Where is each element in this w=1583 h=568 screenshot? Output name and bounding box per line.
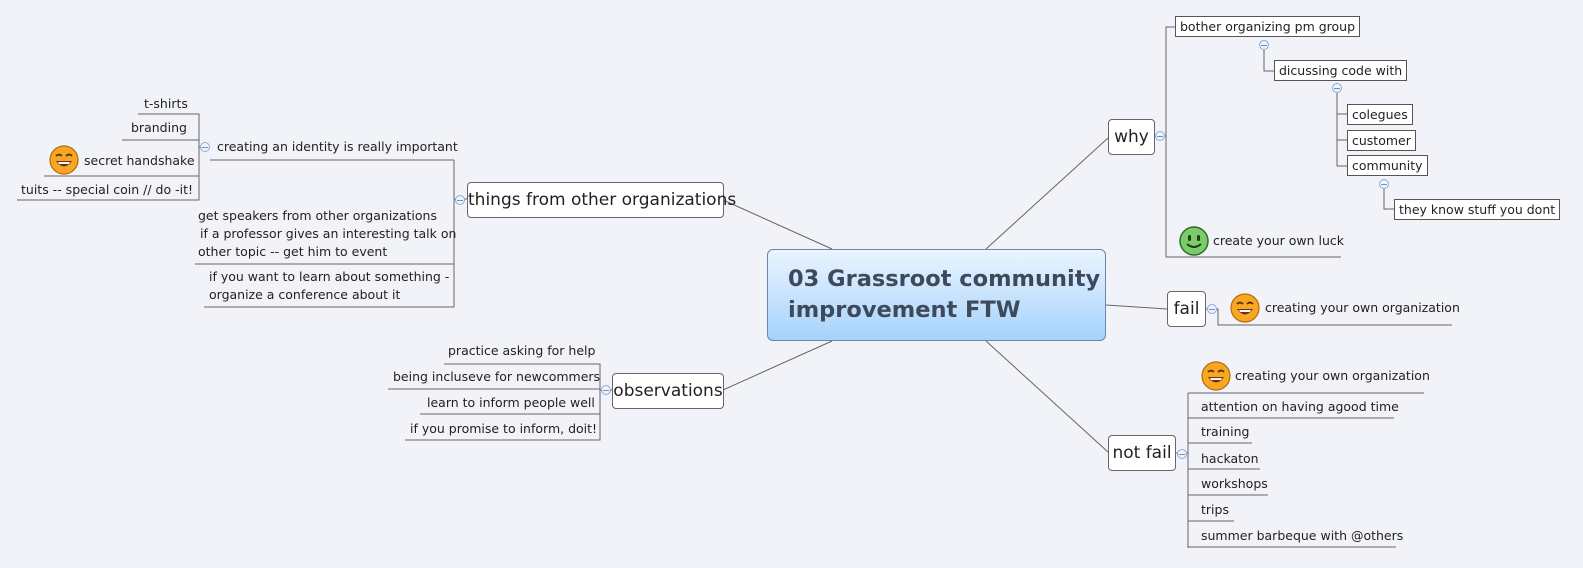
node-secret-handshake[interactable]: secret handshake [84, 153, 195, 168]
node-bother-organizing[interactable]: bother organizing pm group [1175, 16, 1361, 37]
collapse-toggle-identity[interactable] [200, 142, 210, 152]
laughing-smiley-icon [1230, 293, 1260, 323]
node-professor-line-1[interactable]: if a professor gives an interesting talk… [200, 226, 457, 241]
collapse-toggle-community[interactable] [1379, 179, 1389, 189]
node-inclusive-newcomers[interactable]: being incluseve for newcommers [393, 369, 601, 384]
node-tuits-coin[interactable]: tuits -- special coin // do -it! [21, 182, 194, 197]
central-title-line-1: 03 Grassroot community [788, 266, 1101, 292]
central-topic[interactable]: 03 Grassroot community improvement FTW [767, 249, 1106, 341]
laughing-smiley-icon [49, 145, 79, 175]
node-learn-line-1[interactable]: if you want to learn about something - [209, 269, 450, 284]
node-promise-inform[interactable]: if you promise to inform, doit! [410, 421, 598, 436]
node-get-speakers[interactable]: get speakers from other organizations [198, 208, 437, 223]
node-workshops[interactable]: workshops [1201, 476, 1268, 491]
laughing-smiley-icon [1201, 361, 1231, 391]
collapse-toggle-things[interactable] [455, 195, 465, 205]
central-title-line-2: improvement FTW [788, 297, 1021, 323]
node-training[interactable]: training [1201, 424, 1250, 439]
collapse-toggle-observations[interactable] [601, 385, 611, 395]
green-smiley-icon [1179, 226, 1209, 256]
node-discussing-code[interactable]: dicussing code with [1274, 60, 1408, 81]
node-trips[interactable]: trips [1201, 502, 1229, 517]
topic-why[interactable]: why [1108, 119, 1155, 155]
node-create-luck[interactable]: create your own luck [1213, 233, 1345, 248]
node-identity-important[interactable]: creating an identity is really important [217, 139, 458, 154]
node-customer[interactable]: customer [1347, 130, 1416, 151]
node-branding[interactable]: branding [131, 120, 187, 135]
collapse-toggle-not-fail[interactable] [1177, 449, 1187, 459]
node-community[interactable]: community [1347, 155, 1428, 176]
collapse-toggle-fail[interactable] [1207, 304, 1217, 314]
node-summer-barbeque[interactable]: summer barbeque with @others [1201, 528, 1404, 543]
collapse-toggle-discussing[interactable] [1332, 83, 1342, 93]
node-inform-well[interactable]: learn to inform people well [427, 395, 595, 410]
node-attention-good-time[interactable]: attention on having agood time [1201, 399, 1399, 414]
topic-fail[interactable]: fail [1167, 291, 1206, 327]
node-fail-creating-org[interactable]: creating your own organization [1265, 300, 1460, 315]
topic-things-from-other-orgs[interactable]: things from other organizations [467, 182, 736, 218]
topic-observations[interactable]: observations [612, 373, 724, 409]
node-learn-line-2[interactable]: organize a conference about it [209, 287, 401, 302]
node-notfail-creating-org[interactable]: creating your own organization [1235, 368, 1430, 383]
collapse-toggle-why[interactable] [1155, 131, 1165, 141]
collapse-toggle-bother[interactable] [1259, 40, 1269, 50]
topic-not-fail[interactable]: not fail [1108, 435, 1176, 471]
node-hackaton[interactable]: hackaton [1201, 451, 1259, 466]
node-colleagues[interactable]: colegues [1347, 104, 1413, 125]
node-professor-line-2[interactable]: other topic -- get him to event [198, 244, 388, 259]
node-know-stuff[interactable]: they know stuff you dont [1394, 199, 1561, 220]
node-tshirts[interactable]: t-shirts [144, 96, 188, 111]
node-practice-asking[interactable]: practice asking for help [448, 343, 596, 358]
